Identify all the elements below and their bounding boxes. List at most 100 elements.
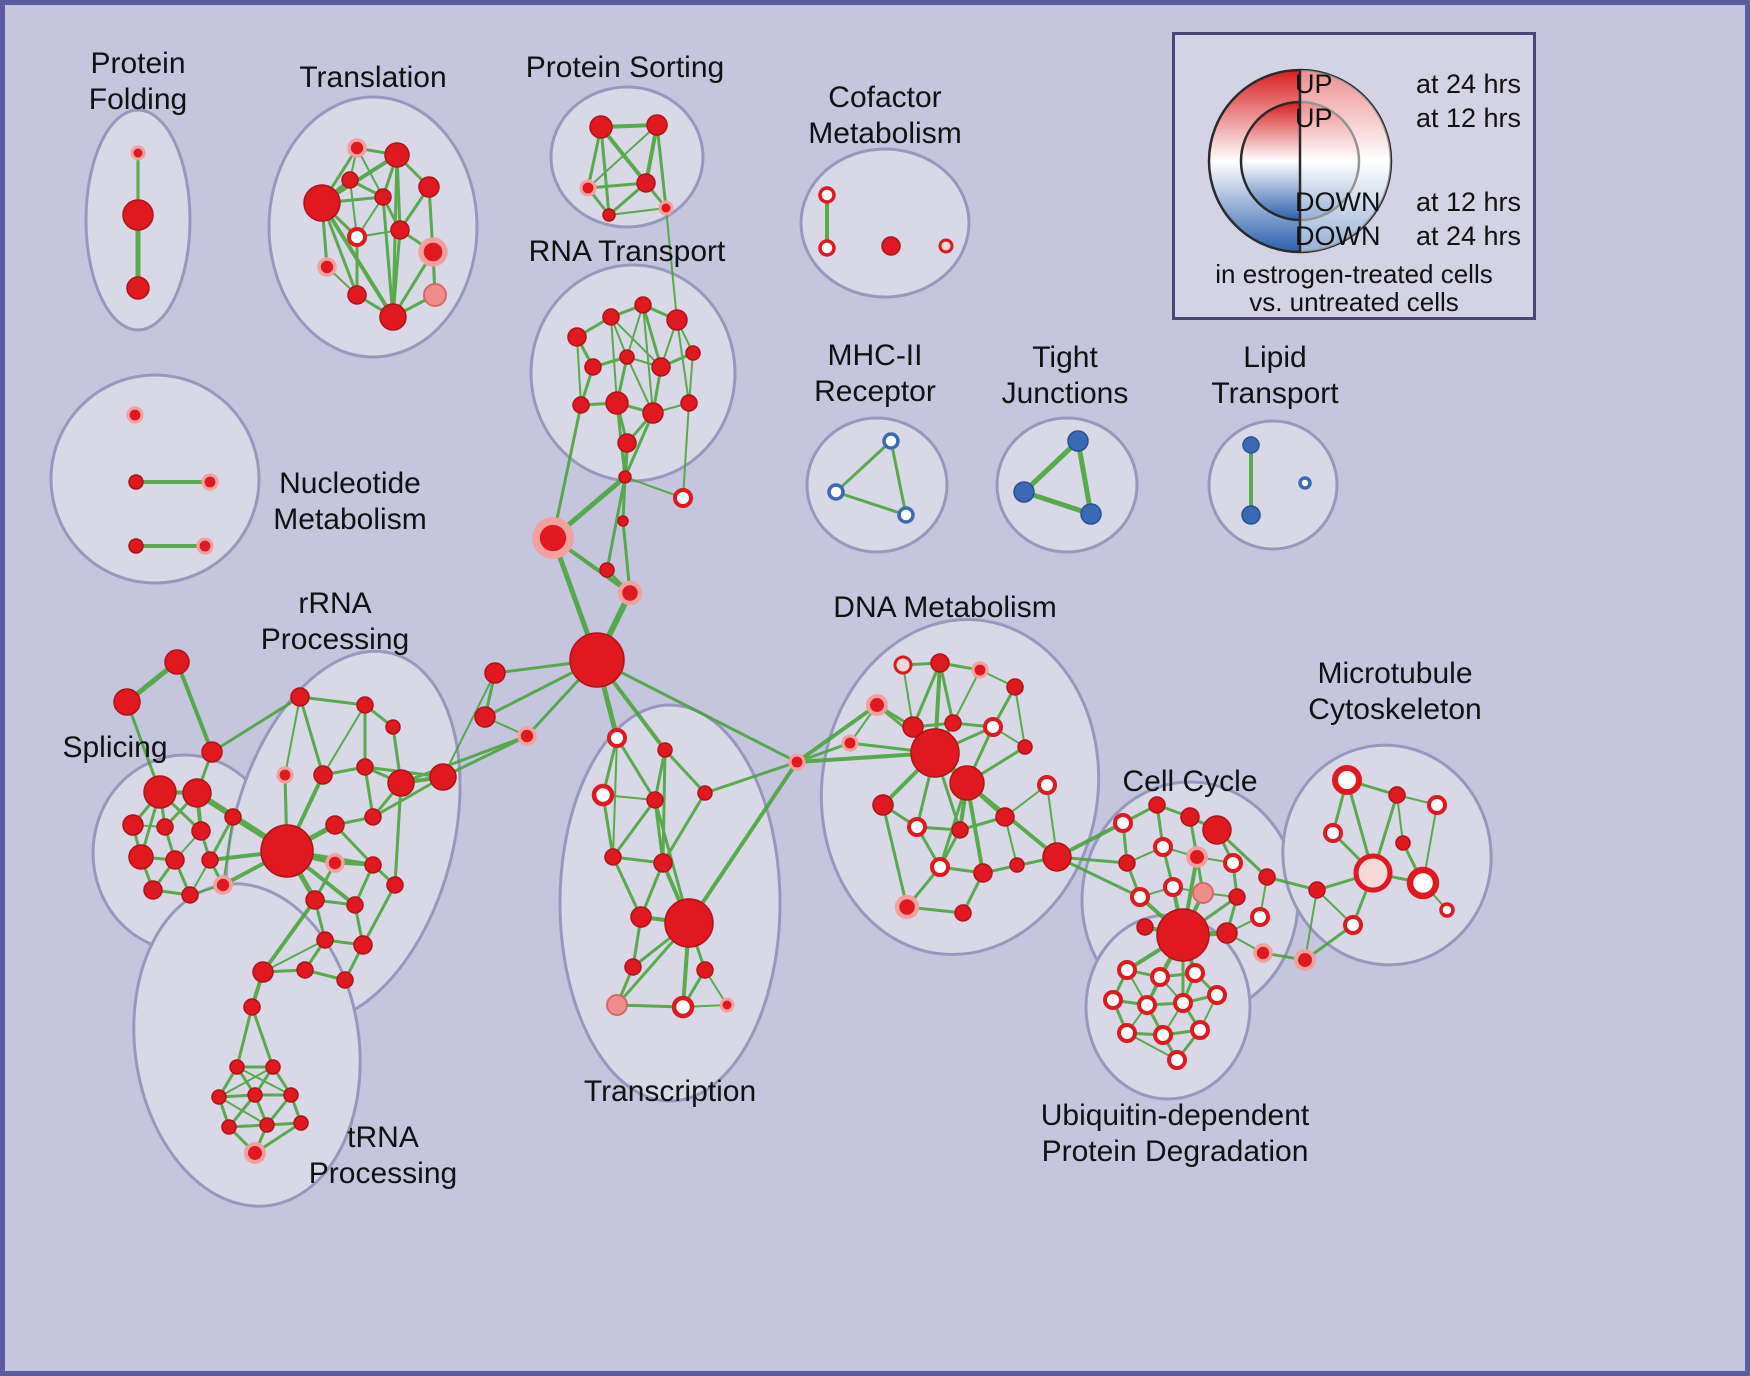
legend-direction-label: UP (1295, 103, 1333, 133)
edge-rt4-rt12 (676, 319, 690, 404)
edge-ps2-ps3 (587, 124, 658, 189)
node-u11 (1167, 1050, 1187, 1070)
edge-t4-t6 (611, 798, 657, 859)
node-tn5 (211, 1089, 227, 1105)
node-dm4 (1006, 678, 1024, 696)
node-dm1 (893, 655, 913, 675)
cluster-label-dna-metabolism: DNA Metabolism (833, 591, 1056, 624)
node-dm7 (944, 714, 962, 732)
node-rr1 (290, 687, 310, 707)
node-cc9 (1130, 887, 1150, 907)
node-tr12 (379, 303, 407, 331)
node-rr17 (353, 935, 373, 955)
node-ch5 (599, 562, 615, 578)
edge-t5-t7 (661, 791, 707, 865)
node-sp10 (128, 844, 154, 870)
edge-tn2-tn4 (250, 1005, 275, 1069)
cluster-label-transcription: Transcription (584, 1075, 756, 1108)
node-tn7 (283, 1087, 299, 1103)
legend-note-line2: vs. untreated cells (1249, 287, 1459, 317)
node-dm20 (894, 894, 920, 920)
node-rr19 (336, 971, 354, 989)
node-tn8 (221, 1119, 237, 1135)
node-cc17 (1136, 918, 1154, 936)
node-mc2 (1388, 786, 1406, 804)
node-lk1 (788, 753, 806, 771)
node-dm17 (930, 857, 950, 877)
node-mc7 (1406, 866, 1440, 900)
edge-rr1-rr2 (298, 695, 367, 707)
node-tn1 (252, 961, 274, 983)
node-mh3 (897, 506, 915, 524)
edge-t1-t4 (615, 736, 657, 802)
node-ch11 (429, 763, 457, 791)
node-mc3 (1427, 795, 1447, 815)
edge-mh1-mh2 (834, 439, 893, 494)
edge-ch7-lk1 (595, 658, 799, 764)
node-u7 (1207, 985, 1227, 1005)
node-rr4 (276, 766, 294, 784)
edge-ps5-ps6 (608, 207, 667, 216)
node-sp1 (164, 649, 190, 675)
node-cc7 (1185, 845, 1209, 869)
node-u4 (1103, 990, 1123, 1010)
node-dm14 (907, 817, 927, 837)
edge-rt1-rt9 (576, 336, 582, 406)
legend-direction-label: UP (1295, 69, 1333, 99)
node-mc9 (1439, 902, 1455, 918)
legend-time-label: at 24 hrs (1415, 221, 1521, 251)
node-tj1 (1067, 430, 1089, 452)
legend-time-label: at 24 hrs (1415, 69, 1521, 99)
cluster-tight-junctions (995, 416, 1139, 554)
node-rr9 (364, 808, 382, 826)
edge-rr1-rr5 (298, 695, 325, 777)
node-sp2 (113, 688, 141, 716)
node-rr7 (260, 824, 314, 878)
node-tr4 (418, 176, 440, 198)
node-cc18 (1253, 943, 1273, 963)
node-sp8 (191, 821, 211, 841)
edge-t4-t7 (653, 798, 665, 865)
node-rt1 (567, 327, 587, 347)
edge-rr1-rr4 (284, 696, 301, 776)
node-tr6 (374, 188, 392, 206)
edge-t2-t5 (663, 748, 707, 795)
legend-direction-label: DOWN (1295, 187, 1381, 217)
node-rt12 (680, 394, 698, 412)
edge-tn2-tn3 (235, 1005, 254, 1069)
node-t2 (657, 742, 673, 758)
node-t14 (719, 997, 735, 1013)
node-rt7 (651, 357, 671, 377)
node-rr12 (364, 856, 382, 874)
node-tn3 (229, 1059, 245, 1075)
legend-box: UP at 24 hrs UP at 12 hrs DOWN at 12 hrs… (1172, 32, 1536, 320)
node-tr10 (317, 257, 337, 277)
node-lk2 (1042, 842, 1072, 872)
node-dm10 (949, 765, 985, 801)
node-rr14 (346, 896, 364, 914)
node-sp15 (213, 875, 233, 895)
node-tj2 (1013, 481, 1035, 503)
node-t1 (607, 728, 627, 748)
node-ch9 (474, 706, 496, 728)
node-u1 (1117, 960, 1137, 980)
legend-direction-label: DOWN (1295, 221, 1381, 251)
node-t13 (671, 995, 695, 1019)
node-mc6 (1353, 853, 1393, 893)
node-rr16 (316, 931, 334, 949)
node-ch2 (673, 488, 693, 508)
node-rr3 (385, 719, 401, 735)
node-ps5 (602, 208, 616, 222)
edge-ch2-rt12 (682, 402, 690, 499)
node-rt2 (602, 308, 620, 326)
node-rt8 (685, 345, 701, 361)
cluster-label-protein-sorting: Protein Sorting (526, 51, 724, 84)
cluster-cofactor-metabolism (799, 147, 971, 299)
node-cc3 (1180, 807, 1200, 827)
legend-time-label: at 12 hrs (1415, 103, 1521, 133)
node-ps6 (658, 200, 674, 216)
edge-ps2-ps6 (655, 123, 668, 210)
